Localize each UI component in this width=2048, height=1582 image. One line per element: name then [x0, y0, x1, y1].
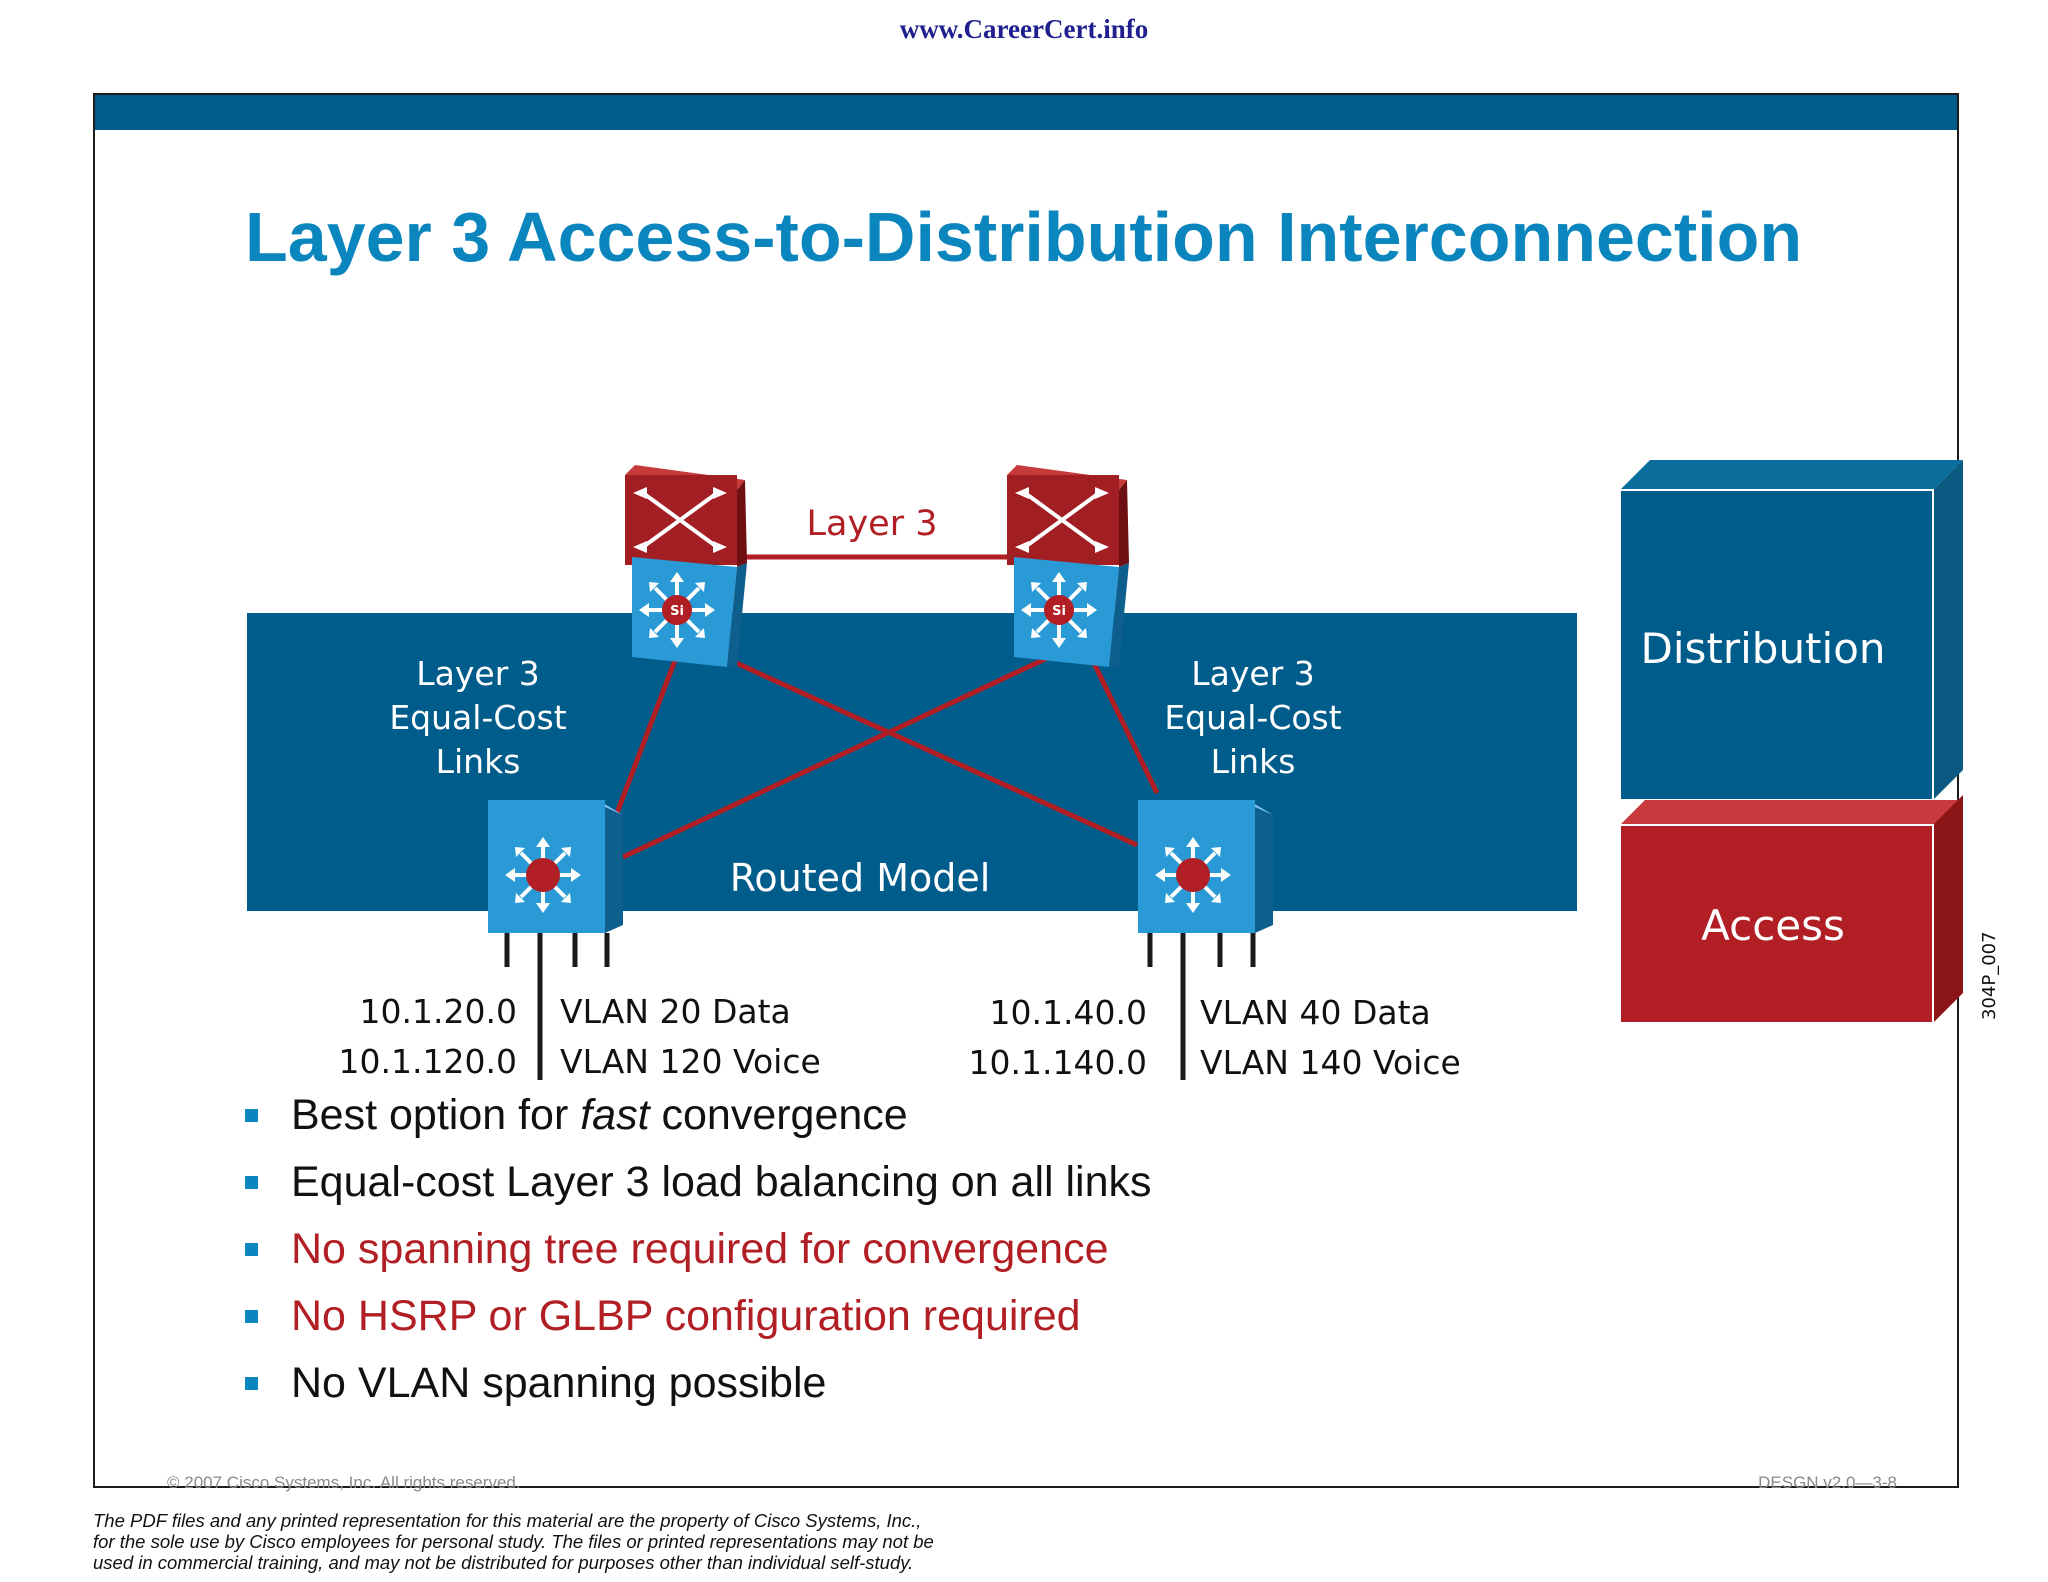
link-rd-ra	[1087, 653, 1160, 795]
disclaimer-line-3: used in commercial training, and may not…	[93, 1552, 914, 1573]
left-links-label-line1: Layer 3	[416, 654, 540, 693]
bullet-list: Best option for fast convergence Equal-c…	[245, 1082, 1152, 1417]
bullet-square-icon	[245, 1109, 258, 1122]
vlan-drops-right	[1147, 933, 1256, 1080]
distribution-layer-box: Distribution	[1619, 460, 1963, 801]
bullet-square-icon	[245, 1243, 258, 1256]
bullet-square-icon	[245, 1377, 258, 1390]
left-links-label-line2: Equal-Cost	[389, 698, 566, 737]
right-subnet-2: 10.1.140.0	[969, 1043, 1147, 1082]
site-url[interactable]: www.CareerCert.info	[899, 14, 1149, 44]
routed-model-band	[247, 613, 1577, 911]
bullet-item: No VLAN spanning possible	[245, 1350, 1152, 1417]
slide-top-bar	[95, 95, 1957, 130]
network-diagram: Si Si	[247, 460, 2000, 1082]
disclaimer: The PDF files and any printed representa…	[93, 1510, 1093, 1573]
copyright-footer: © 2007 Cisco Systems, Inc. All rights re…	[167, 1473, 521, 1492]
disclaimer-line-2: for the sole use by Cisco employees for …	[93, 1531, 934, 1552]
left-vlan-1: VLAN 20 Data	[560, 992, 791, 1031]
link-rd-la	[621, 649, 1062, 860]
left-subnet-2: 10.1.120.0	[339, 1042, 517, 1081]
left-vlan-2: VLAN 120 Voice	[560, 1042, 821, 1081]
bullet-item: Best option for fast convergence	[245, 1082, 1152, 1149]
vlan-drops-left	[504, 933, 610, 1080]
slide-title: Layer 3 Access-to-Distribution Interconn…	[245, 198, 1803, 276]
bullet-square-icon	[245, 1310, 258, 1323]
bullet-item: No spanning tree required for convergenc…	[245, 1216, 1152, 1283]
distribution-switch-right: Si	[1007, 465, 1129, 667]
switch-badge: Si	[670, 604, 684, 619]
bullet-square-icon	[245, 1176, 258, 1189]
course-code-footer: DESGN v2.0—3-8	[1758, 1473, 1897, 1492]
left-links-label-line3: Links	[436, 742, 521, 781]
link-ld-ra	[721, 654, 1139, 848]
right-links-label-line2: Equal-Cost	[1164, 698, 1341, 737]
routed-model-label: Routed Model	[730, 856, 991, 900]
bullet-item: Equal-cost Layer 3 load balancing on all…	[245, 1149, 1152, 1216]
right-links-label-line1: Layer 3	[1191, 654, 1315, 693]
layer3-link-label: Layer 3	[807, 504, 938, 544]
disclaimer-line-1: The PDF files and any printed representa…	[93, 1510, 922, 1531]
distribution-switch-left: Si	[625, 465, 747, 667]
access-label: Access	[1701, 901, 1845, 950]
switch-badge: Si	[1052, 604, 1066, 619]
access-layer-box: Access	[1619, 795, 1963, 1024]
access-switch-left	[488, 800, 623, 933]
right-vlan-1: VLAN 40 Data	[1200, 993, 1431, 1032]
left-subnet-1: 10.1.20.0	[360, 992, 517, 1031]
right-vlan-2: VLAN 140 Voice	[1200, 1043, 1461, 1082]
access-switch-right	[1138, 800, 1273, 933]
distribution-label: Distribution	[1640, 624, 1885, 673]
link-ld-la	[614, 654, 680, 814]
slide: Layer 3 Access-to-Distribution Interconn…	[93, 93, 2000, 1492]
figure-id: 304P_007	[1979, 931, 2000, 1020]
right-links-label-line3: Links	[1211, 742, 1296, 781]
right-subnet-1: 10.1.40.0	[990, 993, 1147, 1032]
bullet-item: No HSRP or GLBP configuration required	[245, 1283, 1152, 1350]
